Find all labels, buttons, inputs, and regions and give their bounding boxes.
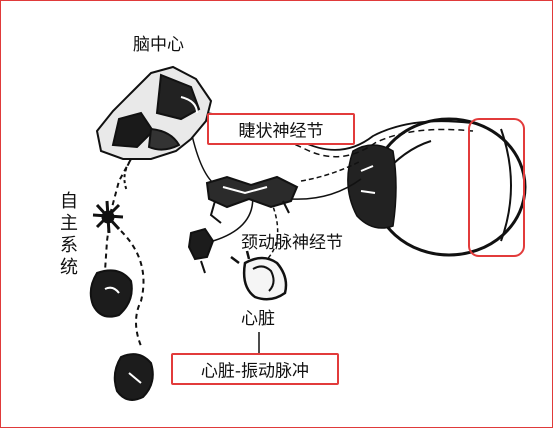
autonomic-char-3: 系 [60, 235, 78, 256]
lower-organ-illustration [89, 269, 133, 318]
carotid-ganglion-label: 颈动脉神经节 [241, 233, 343, 253]
carotid-ganglion-illustration [187, 227, 215, 274]
autonomic-char-1: 自 [60, 191, 78, 212]
brain-center-label: 脑中心 [133, 35, 184, 55]
bottom-organ-illustration [113, 353, 154, 401]
eye-illustration [347, 117, 527, 257]
autonomic-char-2: 主 [60, 213, 78, 234]
heart-illustration [230, 250, 288, 301]
eye-front-highlight [468, 118, 525, 257]
brain-center-illustration [95, 65, 213, 160]
heart-pulse-box: 心脏-振动脉冲 [171, 353, 339, 385]
ciliary-ganglion-box: 睫状神经节 [207, 113, 355, 145]
ciliary-ganglion-illustration [205, 175, 299, 224]
autonomic-chain [104, 158, 145, 347]
heart-label: 心脏 [241, 309, 275, 329]
heart-pulse-label: 心脏-振动脉冲 [200, 361, 310, 382]
ciliary-ganglion-label: 睫状神经节 [238, 121, 324, 142]
autonomic-ganglion-illustration [92, 200, 124, 234]
autonomic-system-label: 自 主 系 统 [59, 191, 79, 279]
autonomic-char-4: 统 [60, 257, 78, 278]
